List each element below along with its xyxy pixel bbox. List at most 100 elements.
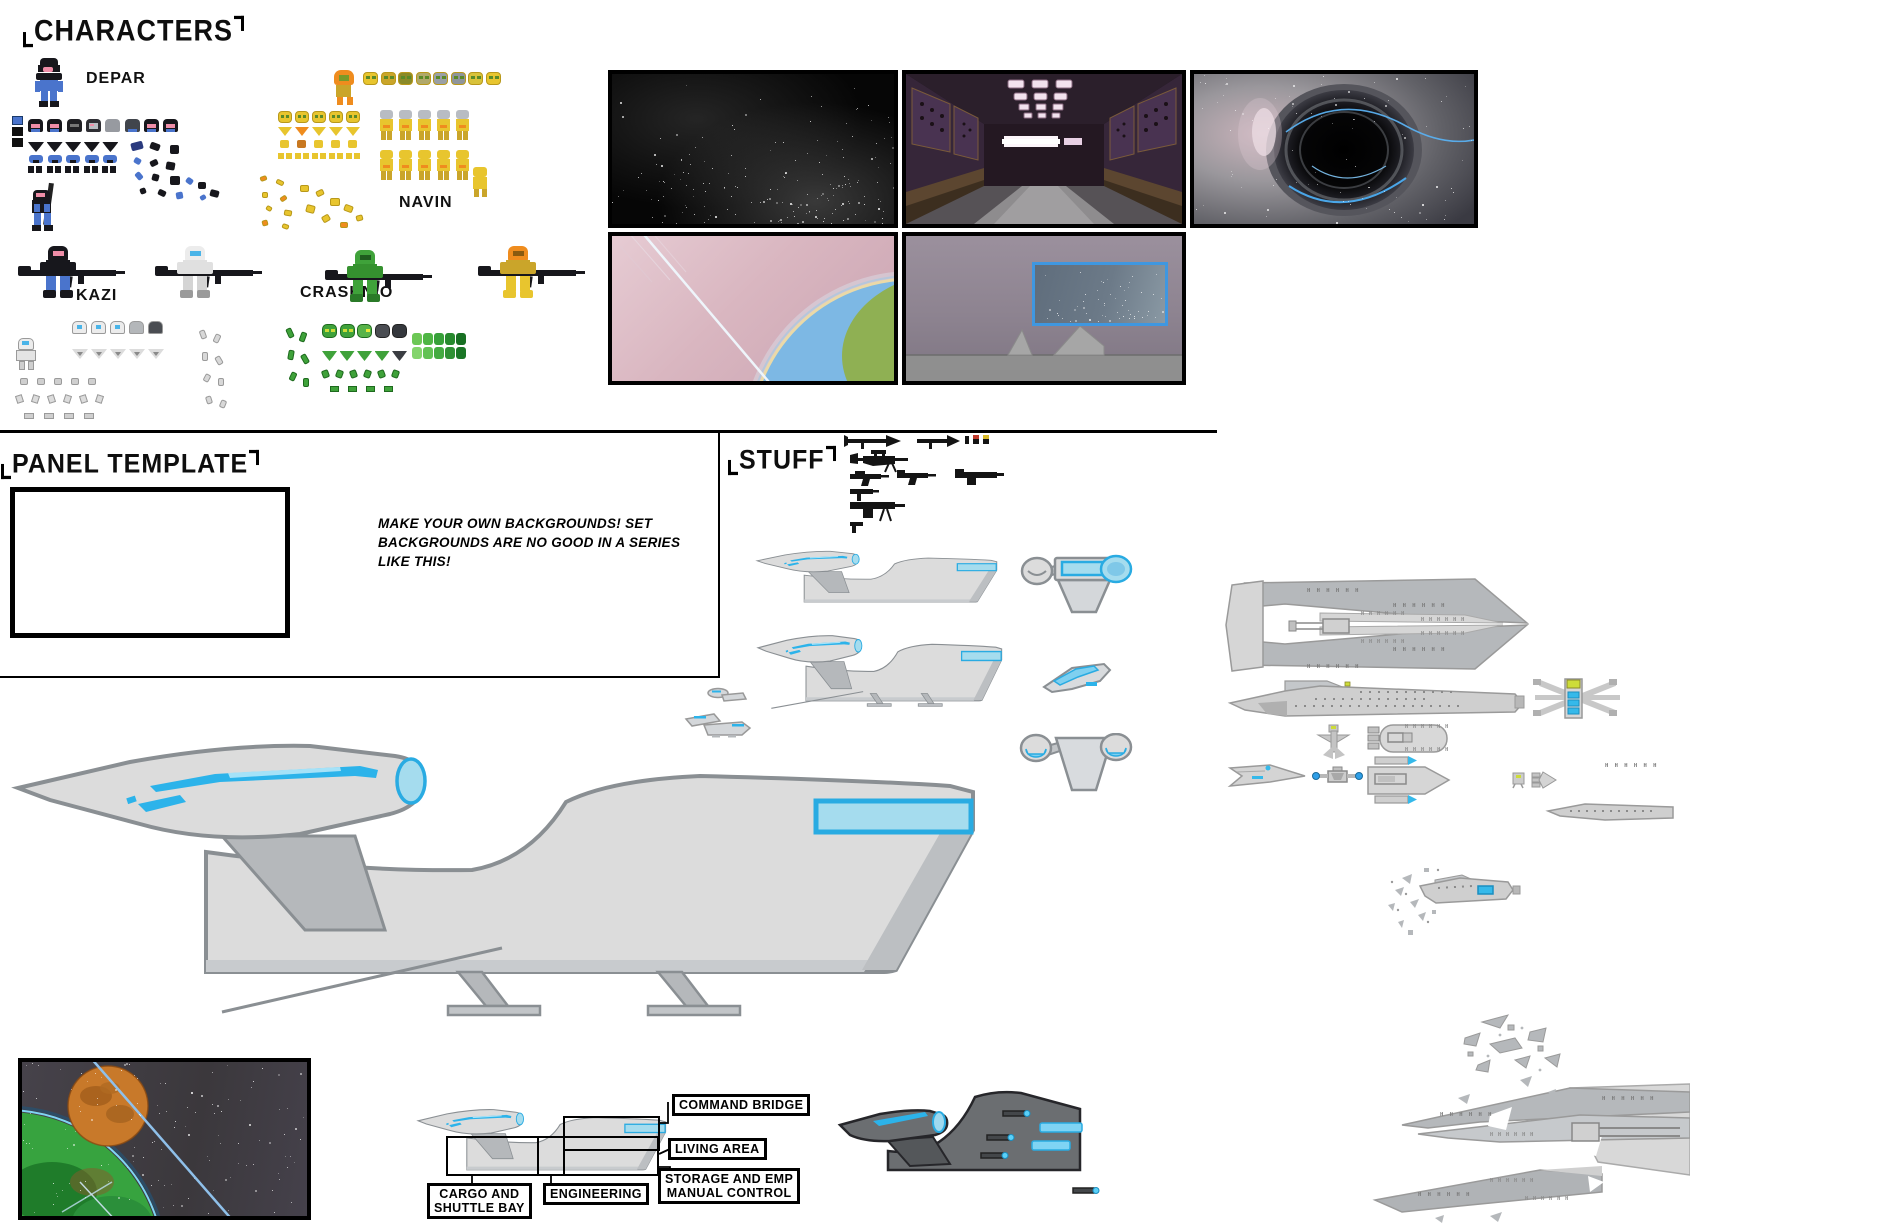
star-dot — [1086, 313, 1087, 314]
star-dot — [238, 1143, 239, 1144]
star-dot — [1162, 311, 1164, 313]
depar-limb — [130, 140, 144, 152]
star-dot — [160, 1083, 161, 1084]
star-dot — [53, 1204, 54, 1205]
star-dot — [651, 199, 652, 200]
crashnio-head — [357, 324, 372, 338]
sprite-part — [320, 115, 323, 118]
navin-head — [363, 72, 378, 85]
star-dot — [1332, 123, 1333, 124]
tiny-fleet-ships — [1512, 771, 1557, 789]
star-dot — [1321, 84, 1322, 85]
sprite-part — [43, 67, 53, 72]
sprite-part — [166, 129, 176, 132]
crashnio-part — [334, 369, 345, 379]
sprite-part — [442, 76, 446, 79]
sprite-part — [88, 123, 98, 129]
diagram-label-command-bridge: COMMAND BRIDGE — [672, 1094, 811, 1116]
star-dot — [30, 1113, 31, 1114]
navin-foot — [295, 153, 301, 159]
sprite-part — [354, 115, 357, 118]
star-dot — [688, 173, 689, 174]
depar-boot — [110, 166, 117, 173]
navin-foot — [320, 153, 326, 159]
star-dot — [1444, 219, 1445, 220]
damaged-fleet-group: H H H H H H H H H H H H H H H H H H H H … — [1372, 868, 1690, 1223]
star-dot — [710, 215, 711, 216]
navin-foot — [312, 153, 318, 159]
sprite-part — [381, 171, 386, 180]
star-dot — [253, 1164, 254, 1165]
star-dot — [1353, 119, 1354, 120]
gun-grip — [538, 276, 544, 284]
star-dot — [1252, 120, 1253, 121]
star-dot — [760, 202, 761, 203]
star-dot — [1355, 166, 1356, 167]
star-dot — [85, 1181, 86, 1182]
star-dot — [857, 182, 858, 183]
star-dot — [1275, 98, 1276, 99]
star-dot — [1323, 76, 1324, 77]
star-dot — [253, 1081, 254, 1082]
window-row: H H H H H H — [1490, 1132, 1534, 1138]
star-dot — [1231, 176, 1232, 177]
crashnio-part — [320, 369, 331, 379]
star-dot — [751, 202, 752, 203]
star-dot — [1224, 212, 1226, 214]
star-dot — [174, 1127, 175, 1128]
window-row: H H H H H H — [1490, 1178, 1534, 1184]
star-dot — [1289, 96, 1290, 97]
depar-boot — [83, 166, 90, 173]
star-dot — [118, 1197, 120, 1199]
star-dot — [745, 114, 747, 116]
kazi-limb — [218, 378, 224, 386]
star-dot — [676, 223, 677, 224]
star-dot — [1471, 140, 1472, 141]
star-dot — [195, 1112, 196, 1113]
soldier-visor — [190, 251, 201, 256]
crashnio-torso — [357, 351, 372, 361]
star-dot — [797, 223, 799, 224]
navin-foot — [337, 153, 343, 159]
depar-boot — [102, 166, 109, 173]
sprite-part — [77, 352, 83, 356]
gun-grip — [215, 276, 221, 284]
star-dot — [290, 1156, 291, 1157]
star-dot — [95, 1073, 96, 1074]
sprite-part — [35, 81, 40, 92]
cargo-text-2: SHUTTLE BAY — [434, 1201, 525, 1215]
star-dot — [191, 1092, 193, 1094]
star-dot — [73, 1144, 75, 1146]
sprite-part — [419, 171, 424, 180]
capsule-ship: H H H H H H H H H H H H — [1367, 724, 1449, 753]
star-dot — [262, 1068, 263, 1069]
crashnio-limb — [298, 331, 308, 343]
sprite-part — [440, 165, 447, 168]
depar-head — [124, 119, 140, 132]
gun-grip — [78, 276, 84, 284]
star-dot — [833, 188, 834, 189]
star-dot — [1292, 150, 1293, 151]
kazi-foot — [84, 413, 94, 419]
navin-limb — [300, 185, 309, 192]
sprite-part — [349, 115, 352, 118]
star-dot — [663, 181, 664, 182]
star-dot — [1141, 292, 1142, 293]
crashnio-limb — [303, 378, 309, 387]
command-bridge-text: COMMAND BRIDGE — [679, 1098, 804, 1112]
star-dot — [846, 123, 847, 124]
window-row: H H H H H H — [1405, 747, 1449, 753]
star-dot — [779, 220, 780, 221]
star-dot — [134, 1075, 135, 1076]
palette-swatch — [423, 333, 433, 345]
star-dot — [207, 1156, 208, 1157]
background-image-black-hole — [1190, 70, 1478, 228]
navin-figure — [418, 110, 431, 119]
star-dot — [823, 221, 824, 222]
star-dot — [53, 1183, 54, 1184]
depar-pelvis — [103, 155, 118, 163]
star-dot — [623, 190, 624, 191]
background-image-planet-moon — [18, 1058, 311, 1220]
star-dot — [781, 222, 782, 223]
kazi-part — [46, 394, 57, 404]
